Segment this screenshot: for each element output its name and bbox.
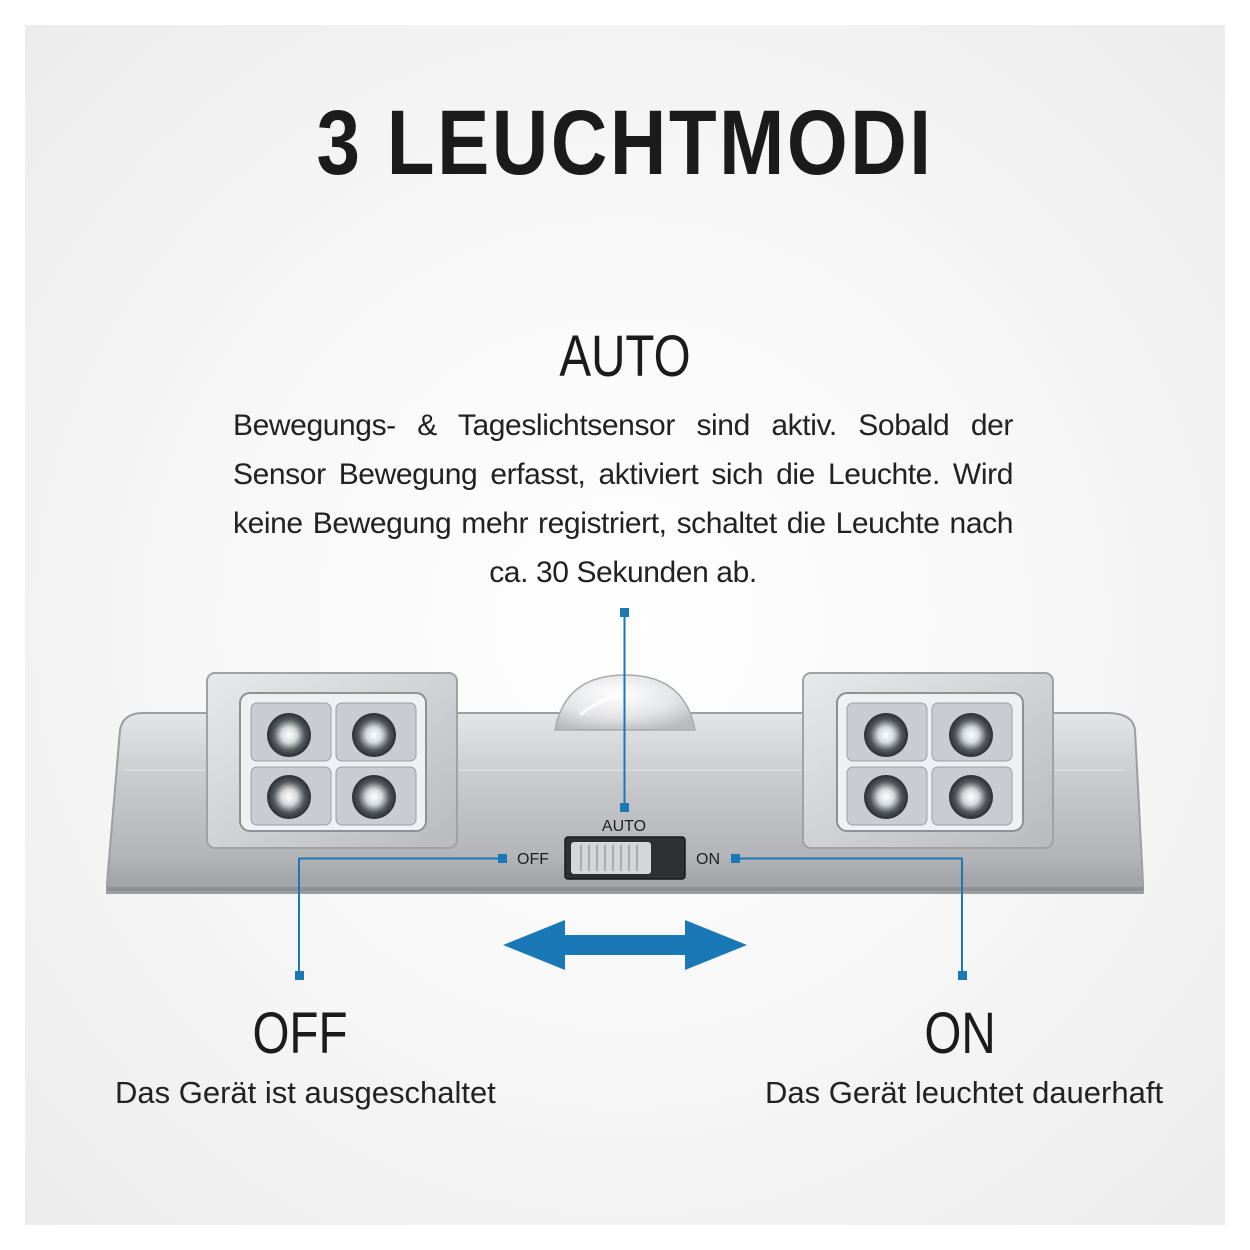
led-module-icon — [206, 672, 458, 849]
auto-callout-line — [620, 608, 629, 812]
on-mode-heading: ON — [924, 1001, 996, 1066]
led-module-icon — [802, 672, 1054, 849]
off-mode-heading: OFF — [252, 1001, 348, 1066]
double-arrow-icon — [503, 920, 747, 970]
product-panel: 3 LEUCHTMODI AUTO Bewegungs- & Tageslich… — [25, 25, 1225, 1225]
on-mode-description: Das Gerät leuchtet dauerhaft — [765, 1075, 1164, 1110]
mode-slide-switch[interactable] — [564, 836, 686, 880]
off-mode-description: Das Gerät ist ausgeschaltet — [115, 1075, 496, 1110]
device-illustration: AUTO OFF ON — [106, 608, 1144, 980]
switch-label-auto: AUTO — [602, 818, 646, 835]
switch-label-off: OFF — [517, 851, 549, 868]
auto-mode-description: Bewegungs- & Tageslichtsensor sind aktiv… — [233, 409, 1013, 589]
auto-mode-heading: AUTO — [559, 324, 691, 389]
off-callout-line — [295, 854, 507, 980]
switch-label-on: ON — [696, 851, 720, 868]
page-title: 3 LEUCHTMODI — [316, 92, 934, 194]
on-callout-line — [731, 854, 967, 980]
